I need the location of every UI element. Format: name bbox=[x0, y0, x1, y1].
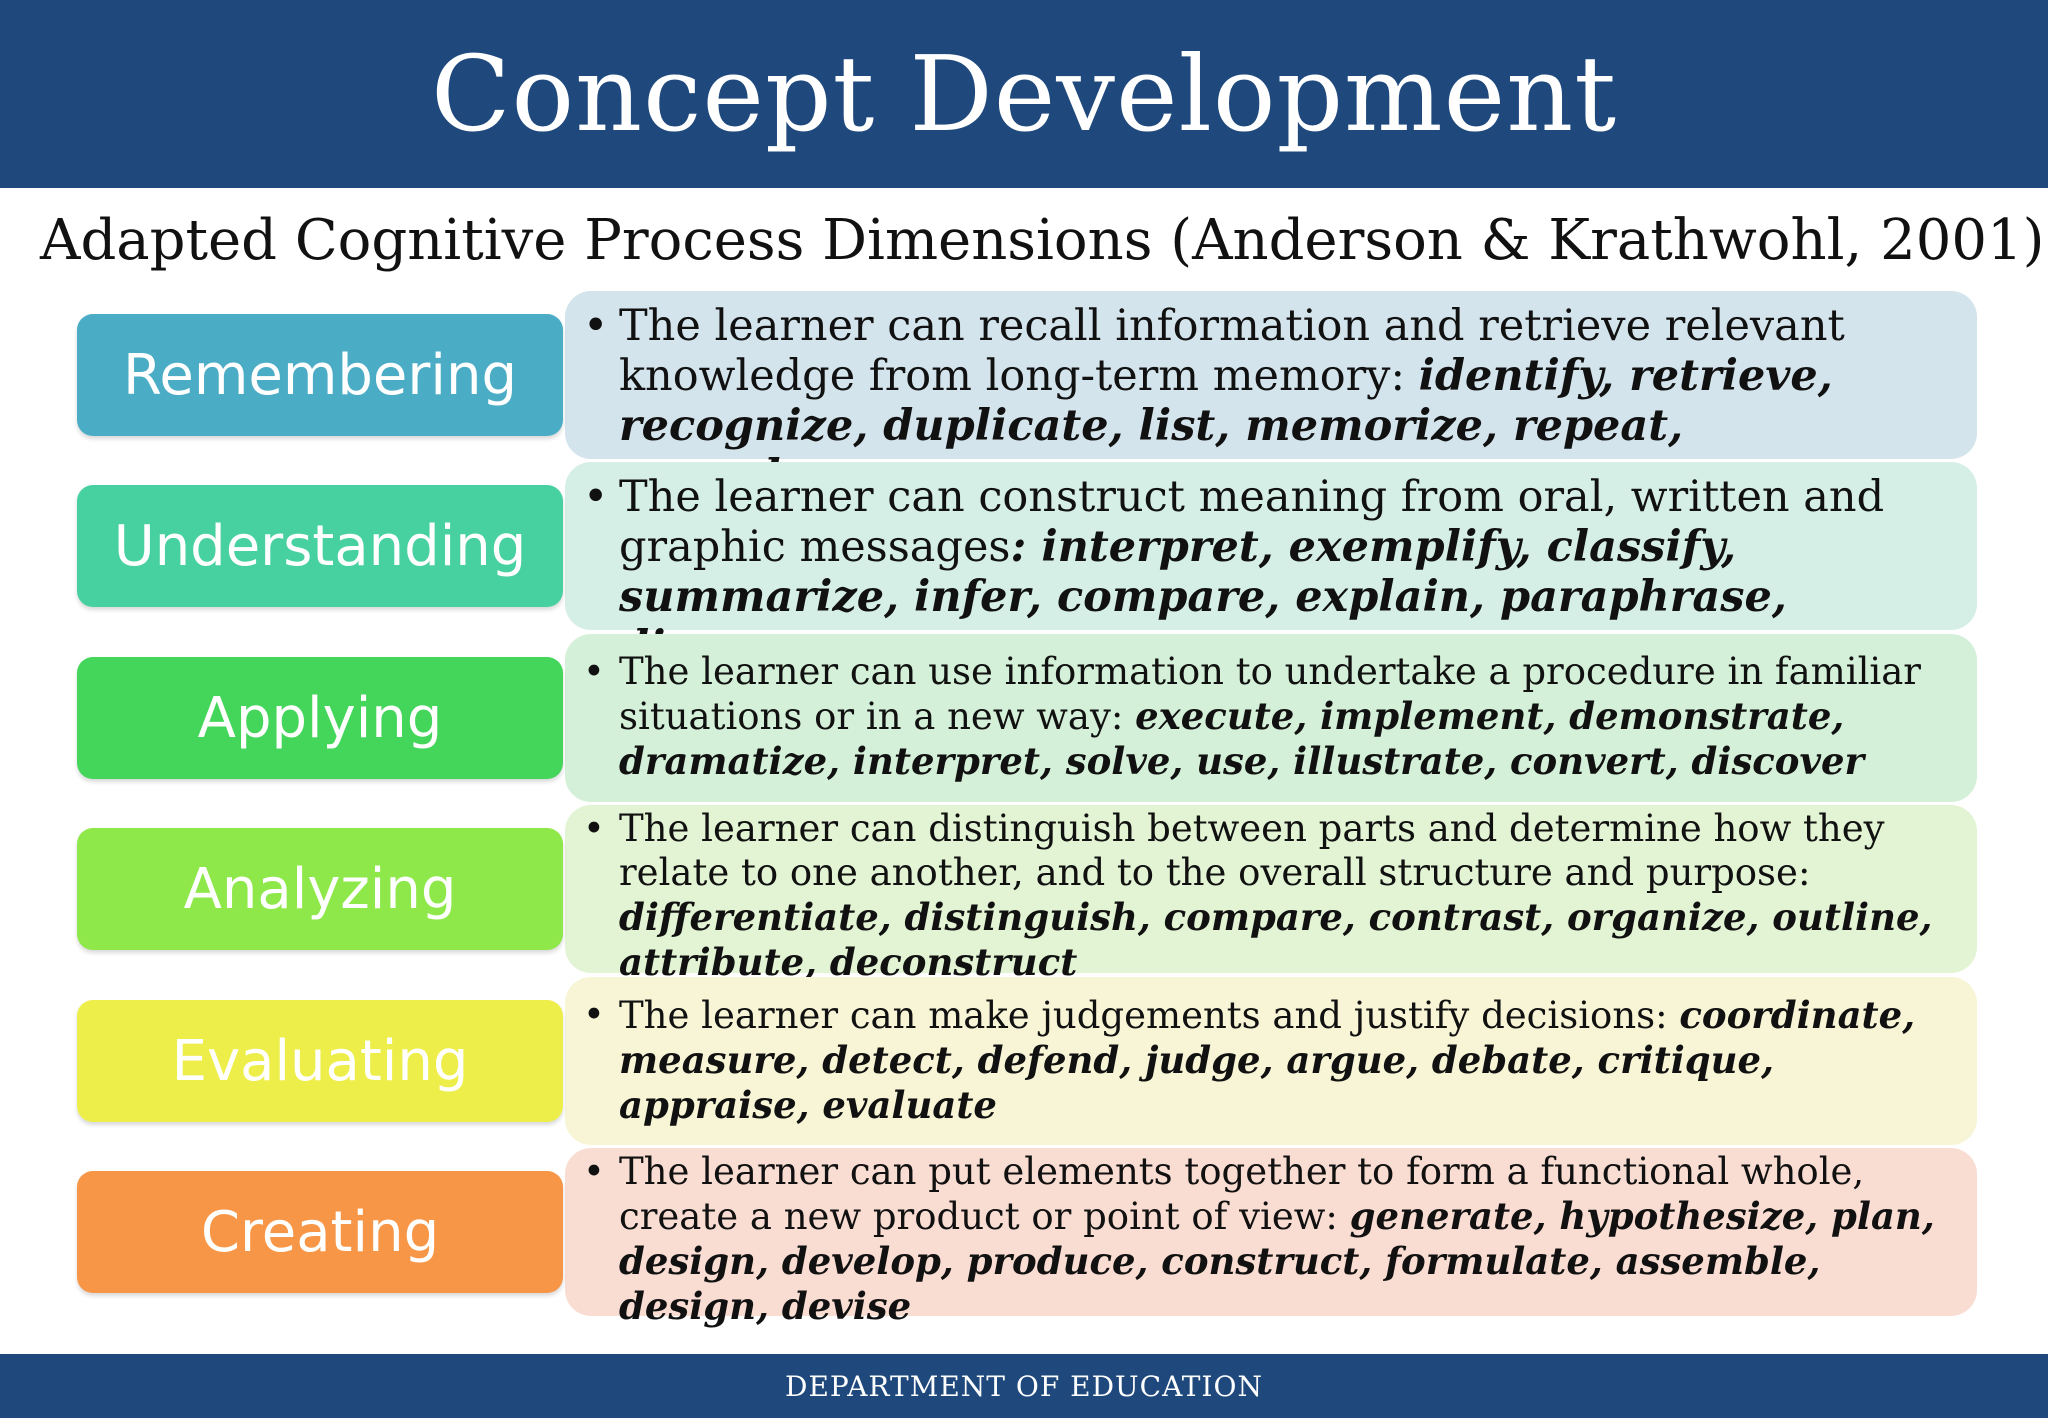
verbs-applying: execute, implement, demonstrate, dramati… bbox=[619, 694, 1865, 783]
description-applying: The learner can use information to under… bbox=[583, 650, 1937, 784]
description-box-applying: The learner can use information to under… bbox=[565, 634, 1977, 802]
level-label-evaluating: Evaluating bbox=[171, 1028, 469, 1094]
verbs-evaluating: coordinate, measure, detect, defend, jud… bbox=[619, 993, 1916, 1127]
level-evaluating: Evaluating bbox=[77, 1000, 563, 1122]
level-label-creating: Creating bbox=[200, 1199, 440, 1265]
subtitle: Adapted Cognitive Process Dimensions (An… bbox=[40, 208, 2045, 273]
level-remembering: Remembering bbox=[77, 314, 563, 436]
level-label-analyzing: Analyzing bbox=[183, 856, 457, 922]
verbs-analyzing: differentiate, distinguish, compare, con… bbox=[619, 895, 1933, 984]
description-box-analyzing: The learner can distinguish between part… bbox=[565, 805, 1977, 984]
description-evaluating: The learner can make judgements and just… bbox=[583, 993, 1937, 1128]
level-label-applying: Applying bbox=[197, 685, 443, 751]
level-label-remembering: Remembering bbox=[122, 342, 518, 408]
page-title: Concept Development bbox=[430, 33, 1617, 155]
footer-banner: DEPARTMENT OF EDUCATION bbox=[0, 1354, 2048, 1418]
level-creating: Creating bbox=[77, 1171, 563, 1293]
verbs-remembering: identify, retrieve, recognize, duplicate… bbox=[619, 351, 1833, 501]
footer-text: DEPARTMENT OF EDUCATION bbox=[785, 1369, 1263, 1403]
description-creating: The learner can put elements together to… bbox=[583, 1150, 1937, 1329]
level-understanding: Understanding bbox=[77, 485, 563, 607]
description-remembering: The learner can recall information and r… bbox=[583, 301, 1937, 501]
description-box-understanding: The learner can construct meaning from o… bbox=[565, 462, 1977, 672]
level-analyzing: Analyzing bbox=[77, 828, 563, 950]
description-analyzing: The learner can distinguish between part… bbox=[583, 807, 1937, 985]
header-banner: Concept Development bbox=[0, 0, 2048, 188]
level-label-understanding: Understanding bbox=[113, 513, 527, 579]
level-applying: Applying bbox=[77, 657, 563, 779]
verbs-creating: generate, hypothesize, plan, design, dev… bbox=[619, 1194, 1935, 1328]
description-box-remembering: The learner can recall information and r… bbox=[565, 291, 1977, 501]
description-box-evaluating: The learner can make judgements and just… bbox=[565, 977, 1977, 1145]
description-box-creating: The learner can put elements together to… bbox=[565, 1148, 1977, 1328]
